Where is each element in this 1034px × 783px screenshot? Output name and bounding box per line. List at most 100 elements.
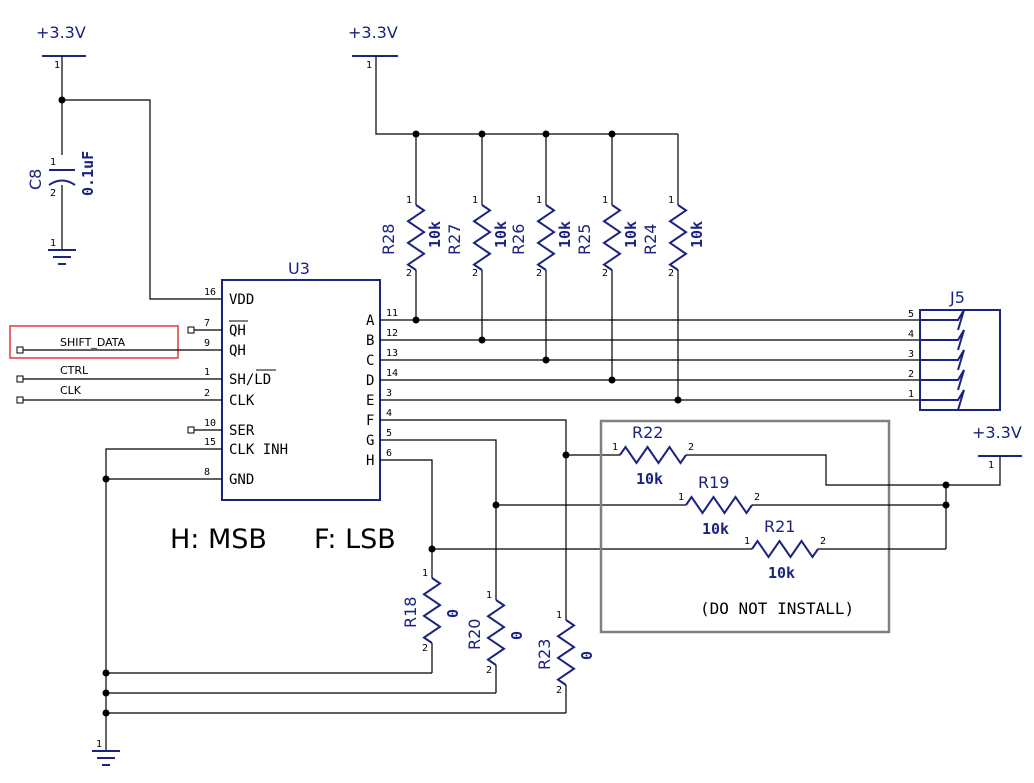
dni-pin1: 1 xyxy=(744,536,750,547)
u3-left-pin-name: SER xyxy=(229,423,255,439)
output-wires xyxy=(380,319,920,401)
u3-left-pin-name: VDD xyxy=(229,292,254,308)
u3-right-pin-name: A xyxy=(366,313,375,329)
zero-zigzag xyxy=(422,577,442,644)
u3-right-pin-num: 3 xyxy=(386,388,392,399)
top-vcc-supply: +3.3V 1 xyxy=(348,23,398,71)
shift-data-net: SHIFT_DATA xyxy=(60,336,126,349)
c8-vcc-pin: 1 xyxy=(54,60,60,71)
pullup-pin1: 1 xyxy=(472,195,478,206)
pullup-ref: R24 xyxy=(641,224,660,255)
u3-left-pin-num: 1 xyxy=(204,367,210,378)
c8-vcc-label: +3.3V xyxy=(36,23,86,42)
u3-right-pin-name: F xyxy=(366,413,374,429)
pullup-ref: R25 xyxy=(575,224,594,255)
u3-right-pin-num: 6 xyxy=(386,448,392,459)
dni-pin2: 2 xyxy=(754,492,760,503)
zero-zigzag xyxy=(556,619,576,686)
top-vcc-label: +3.3V xyxy=(348,23,398,42)
u3-left-pin-num: 16 xyxy=(204,287,216,298)
u3-right-pin-name: B xyxy=(366,333,374,349)
u3-left-pin-num: 9 xyxy=(204,338,210,349)
input-ports: SHIFT_DATA CTRL CLK xyxy=(16,326,222,434)
pullup-zigzag xyxy=(602,204,622,271)
u3-ref: U3 xyxy=(288,259,310,278)
vdd-wire xyxy=(62,99,222,300)
zero-ref: R18 xyxy=(401,597,420,628)
clk-net: CLK xyxy=(60,384,82,397)
j5-pin-num: 2 xyxy=(908,369,914,380)
pullup-pin1: 1 xyxy=(668,195,674,206)
c8-pin2: 2 xyxy=(50,188,56,199)
pullup-pin2: 2 xyxy=(602,268,608,279)
dni-zigzag xyxy=(685,495,753,515)
pullup-zigzag xyxy=(668,204,688,271)
pullup-value: 10k xyxy=(688,221,706,248)
ctrl-port[interactable] xyxy=(16,375,24,383)
j5-pin-num: 3 xyxy=(908,349,914,360)
u3-right-pin-name: D xyxy=(366,373,374,389)
dni-pin1: 1 xyxy=(678,492,684,503)
shift-data-highlight xyxy=(9,325,179,359)
dni-pin1: 1 xyxy=(612,442,618,453)
c8-vcc-supply: +3.3V 1 xyxy=(36,23,86,155)
u3-right-pin-num: 11 xyxy=(386,308,398,319)
u3-left-pin-num: 10 xyxy=(204,418,216,429)
pullup-bus xyxy=(375,56,678,135)
lsb-note: F: LSB xyxy=(314,524,396,555)
j5-pin-num: 1 xyxy=(908,389,914,400)
pullup-zigzag xyxy=(406,204,426,271)
j5-ref: J5 xyxy=(949,288,965,307)
u3-left-pin-num: 2 xyxy=(204,388,210,399)
dni-ref: R19 xyxy=(698,473,729,492)
j5-contact xyxy=(920,349,965,371)
c8-capacitor: 1 2 C8 0.1uF xyxy=(26,151,97,250)
dni-pin2: 2 xyxy=(820,536,826,547)
u3-left-pin-name: GND xyxy=(229,472,254,488)
zero-value: 0 xyxy=(578,651,596,660)
clk-port[interactable] xyxy=(16,396,24,404)
dni-ref: R21 xyxy=(764,517,795,536)
pullup-value: 10k xyxy=(556,221,574,248)
pullup-value: 10k xyxy=(622,221,640,248)
zero-pin2: 2 xyxy=(556,685,562,696)
zero-pin1: 1 xyxy=(422,568,428,579)
c8-ref: C8 xyxy=(26,169,45,190)
dni-value: 10k xyxy=(636,470,663,488)
dni-value: 10k xyxy=(702,520,729,538)
zero-ref: R20 xyxy=(465,619,484,650)
dni-box xyxy=(599,419,891,634)
pullup-zigzag xyxy=(536,204,556,271)
u3-right-pin-num: 12 xyxy=(386,328,398,339)
j5-connector: J5 5 4 3 2 1 xyxy=(908,288,1001,411)
pullup-value: 10k xyxy=(426,221,444,248)
zero-value: 0 xyxy=(444,609,462,618)
pullup-pin2: 2 xyxy=(406,268,412,279)
ctrl-net: CTRL xyxy=(60,364,89,377)
shift-data-port[interactable] xyxy=(16,346,24,354)
j5-pin-num: 5 xyxy=(908,309,914,320)
c8-pin1: 1 xyxy=(50,157,56,168)
u3-left-pin-num: 7 xyxy=(204,318,210,329)
pullup-ref: R27 xyxy=(445,224,464,255)
dni-zigzag xyxy=(619,445,687,465)
u3-left-pin-num: 8 xyxy=(204,467,210,478)
zero-value: 0 xyxy=(508,631,526,640)
u3-right-pin-name: C xyxy=(366,353,374,369)
c8-gnd-pin: 1 xyxy=(50,238,56,249)
j5-contact xyxy=(920,389,965,411)
ground-rail-pin: 1 xyxy=(96,739,102,750)
pullup-pin2: 2 xyxy=(472,268,478,279)
u3-left-pin-num: 15 xyxy=(204,437,216,448)
top-vcc-pin: 1 xyxy=(366,60,372,71)
dni-pin2: 2 xyxy=(688,442,694,453)
pullup-ref: R26 xyxy=(509,224,528,255)
j5-pin-num: 4 xyxy=(908,329,914,340)
right-vcc-label: +3.3V xyxy=(972,423,1022,442)
u3-right-pin-num: 5 xyxy=(386,428,392,439)
c8-value: 0.1uF xyxy=(79,151,97,196)
